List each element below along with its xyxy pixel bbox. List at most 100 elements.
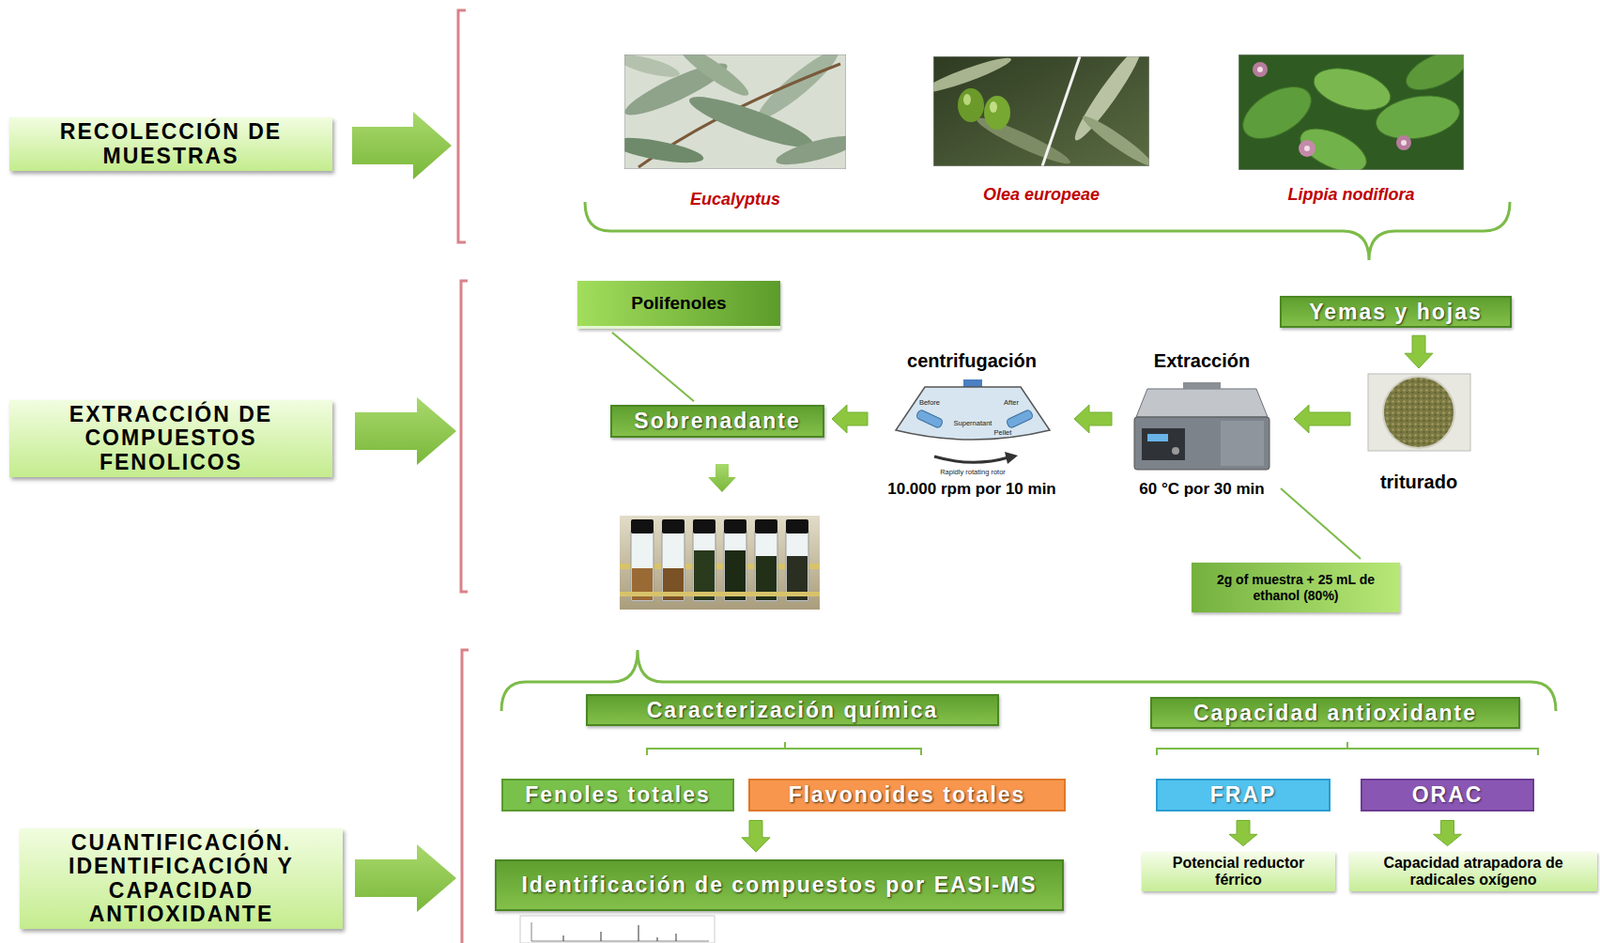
- sample-tubes-photo: [630, 519, 654, 534]
- lippia-photo: [1372, 90, 1463, 146]
- ground-sample-photo: [1368, 373, 1471, 451]
- image-label: Rapidly rotating rotor: [939, 467, 1006, 477]
- photo-node: triturado: [1361, 373, 1477, 493]
- result-box: Potencial reductor férrico: [1141, 851, 1336, 893]
- section-bracket: [461, 649, 469, 943]
- lippia-photo: [1308, 61, 1395, 118]
- node-text: Fenoles totales: [524, 782, 710, 808]
- down-arrow: [707, 463, 737, 493]
- spectrum-thumbnail: [563, 924, 677, 941]
- method-box: ORAC: [1360, 778, 1535, 812]
- flow-arrow: [741, 820, 770, 853]
- eucalyptus-photo: [685, 88, 817, 156]
- flow-arrow: [1433, 820, 1462, 847]
- node-text: Capacidad atrapadora de radicales oxígen…: [1356, 854, 1590, 890]
- sample-tubes-photo: [723, 519, 747, 534]
- node-text: triturado: [1380, 471, 1458, 493]
- node-text: EXTRACCIÓN DE COMPUESTOS FENOLICOS: [31, 402, 310, 475]
- node-text: Caracterización química: [646, 697, 939, 723]
- centrifuge-illustration: [1005, 409, 1034, 430]
- sample-tubes-photo: [692, 519, 716, 534]
- sample-tubes-photo: [619, 515, 820, 610]
- node-text: Yemas y hojas: [1308, 299, 1483, 324]
- olive-photo: [989, 101, 998, 113]
- node-text: Potencial reductor férrico: [1149, 854, 1328, 890]
- node-text: Flavonoides totales: [788, 782, 1027, 808]
- step-node: Extracción60 °C por 30 min: [1117, 349, 1287, 500]
- node-text: Capacidad antioxidante: [1193, 700, 1477, 725]
- node-text: Eucalyptus: [690, 188, 781, 210]
- eucalyptus-photo: [624, 132, 706, 168]
- olive-photo: [984, 95, 1011, 130]
- method-box: Flavonoides totales: [748, 778, 1066, 812]
- category-box: Caracterización química: [585, 693, 1000, 726]
- water-bath-illustration: [1141, 428, 1185, 461]
- node-text: centrifugación: [907, 349, 1037, 372]
- eucalyptus-photo: [674, 54, 754, 102]
- sample-tubes-photo: [619, 515, 820, 610]
- water-bath-illustration: [1220, 420, 1264, 466]
- water-bath-illustration: [1171, 446, 1180, 455]
- lippia-photo: [1238, 54, 1464, 170]
- olive-photo: [1078, 110, 1150, 167]
- node-text: RECOLECCIÓN DE MUESTRAS: [31, 120, 310, 169]
- sample-tubes-photo: [754, 519, 778, 534]
- node-text: Olea europeae: [983, 184, 1100, 205]
- spectrum-thumbnail: [520, 915, 715, 943]
- grouping-brace: [646, 748, 922, 755]
- section-bracket: [458, 10, 469, 943]
- eucalyptus-photo: [624, 54, 847, 170]
- process-box: Sobrenadante: [610, 404, 825, 437]
- spectrum-thumbnail: [520, 915, 715, 943]
- centrifuge-illustration: [1004, 451, 1018, 464]
- lippia-photo: [1293, 120, 1373, 170]
- node-text: FRAP: [1210, 782, 1277, 808]
- node-text: 60 °C por 30 min: [1138, 478, 1264, 500]
- node-text: Polifenoles: [630, 292, 726, 314]
- lippia-photo: [1257, 66, 1263, 73]
- down-arrow: [707, 463, 737, 493]
- olive-photo: [933, 56, 1150, 167]
- centrifuge-illustration: [895, 379, 1050, 464]
- flow-arrow: [831, 404, 868, 433]
- centrifuge-illustration: [915, 409, 944, 430]
- stage-box: EXTRACCIÓN DE COMPUESTOS FENOLICOS: [9, 400, 333, 477]
- leader-line: [1280, 488, 1361, 559]
- grouping-brace: [1346, 741, 1349, 749]
- water-bath-illustration: [1147, 433, 1169, 442]
- ground-sample-photo: [1368, 373, 1471, 451]
- note-box: 2g of muestra + 25 mL de ethanol (80%): [1191, 562, 1400, 613]
- node-text: Sobrenadante: [633, 408, 800, 433]
- photo-node: Lippia nodiflora: [1238, 54, 1464, 205]
- olive-photo: [957, 88, 985, 123]
- node-text: Identificación de compuestos por EASI-MS: [521, 872, 1037, 897]
- olive-photo: [963, 93, 971, 106]
- node-text: ORAC: [1412, 782, 1484, 808]
- sample-tubes-photo: [785, 531, 809, 601]
- grouping-brace: [784, 741, 786, 749]
- flow-arrow: [1293, 404, 1351, 433]
- process-box: Yemas y hojas: [1279, 295, 1512, 328]
- result-box: Capacidad atrapadora de radicales oxígen…: [1349, 851, 1598, 893]
- flow-arrow: [1074, 404, 1112, 433]
- sample-tubes-photo: [630, 531, 654, 601]
- sample-tubes-photo: [619, 591, 820, 597]
- grouping-brace: [584, 201, 1510, 261]
- spectrum-thumbnail: [531, 922, 709, 941]
- photo-node: Olea europeae: [933, 56, 1150, 205]
- sample-tubes-photo: [661, 519, 685, 534]
- grouping-brace: [646, 741, 1539, 755]
- method-box: FRAP: [1155, 778, 1331, 812]
- process-box: Identificación de compuestos por EASI-MS: [494, 859, 1064, 911]
- node-text: CUANTIFICACIÓN. IDENTIFICACIÓN Y CAPACID…: [42, 830, 321, 926]
- sample-tubes-photo: [661, 531, 685, 601]
- stage-arrow: [354, 844, 457, 912]
- stage-arrow: [354, 397, 457, 465]
- section-bracket: [458, 10, 466, 243]
- stage-box: CUANTIFICACIÓN. IDENTIFICACIÓN Y CAPACID…: [19, 828, 343, 929]
- olive-photo: [933, 56, 1150, 167]
- flow-arrow: [1229, 820, 1258, 847]
- lippia-photo: [1396, 135, 1412, 151]
- eucalyptus-photo: [624, 54, 847, 170]
